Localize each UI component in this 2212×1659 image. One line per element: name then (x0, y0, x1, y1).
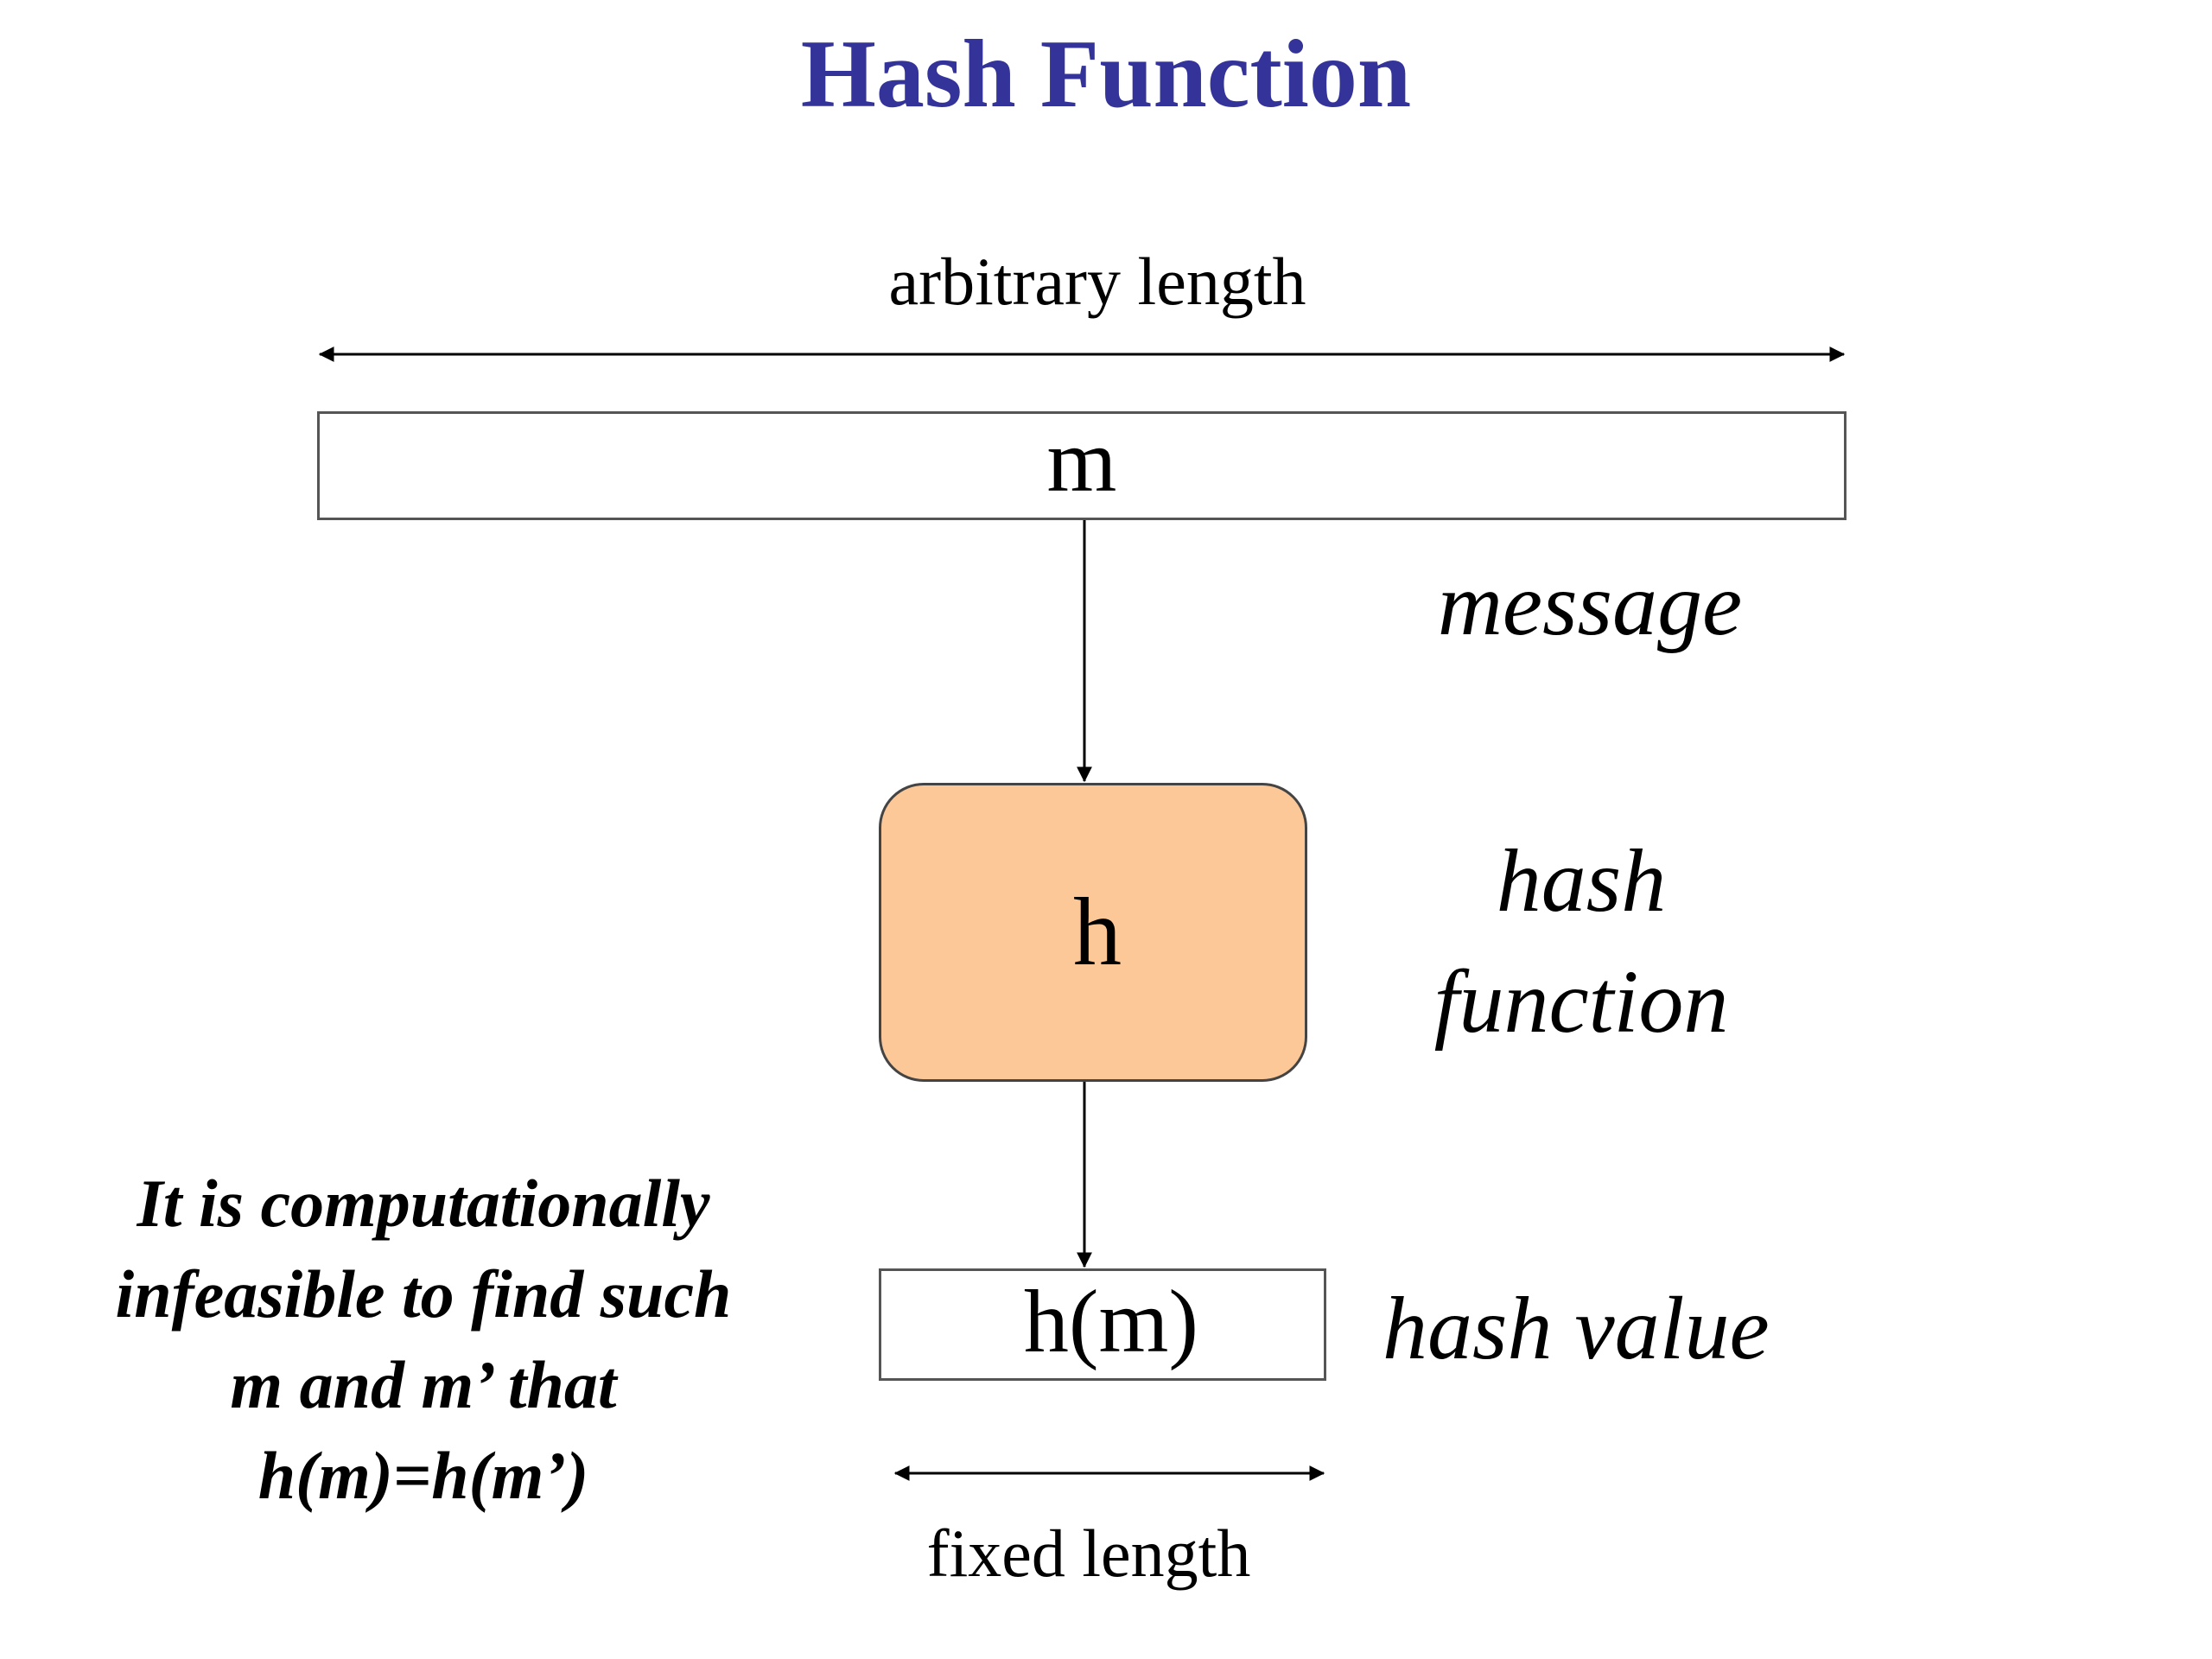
collision-resistance-note: It is computationally infeasible to find… (115, 1166, 732, 1513)
page-title: Hash Function (800, 21, 1412, 128)
message-box: m (317, 411, 1847, 520)
message-caption: message (1437, 555, 1743, 654)
arbitrary-length-label: arbitrary length (888, 244, 1306, 319)
hash-value-box: h(m) (879, 1268, 1326, 1381)
fixed-length-label: fixed length (926, 1516, 1251, 1591)
hash-value-caption: hash value (1382, 1279, 1770, 1378)
hash-function-caption: hash function (1433, 831, 1729, 1052)
hash-function-box: h (879, 783, 1307, 1082)
hash-value-box-label: h(m) (1023, 1272, 1199, 1371)
hash-function-box-label: h (1073, 879, 1122, 986)
message-box-label: m (1046, 411, 1117, 511)
